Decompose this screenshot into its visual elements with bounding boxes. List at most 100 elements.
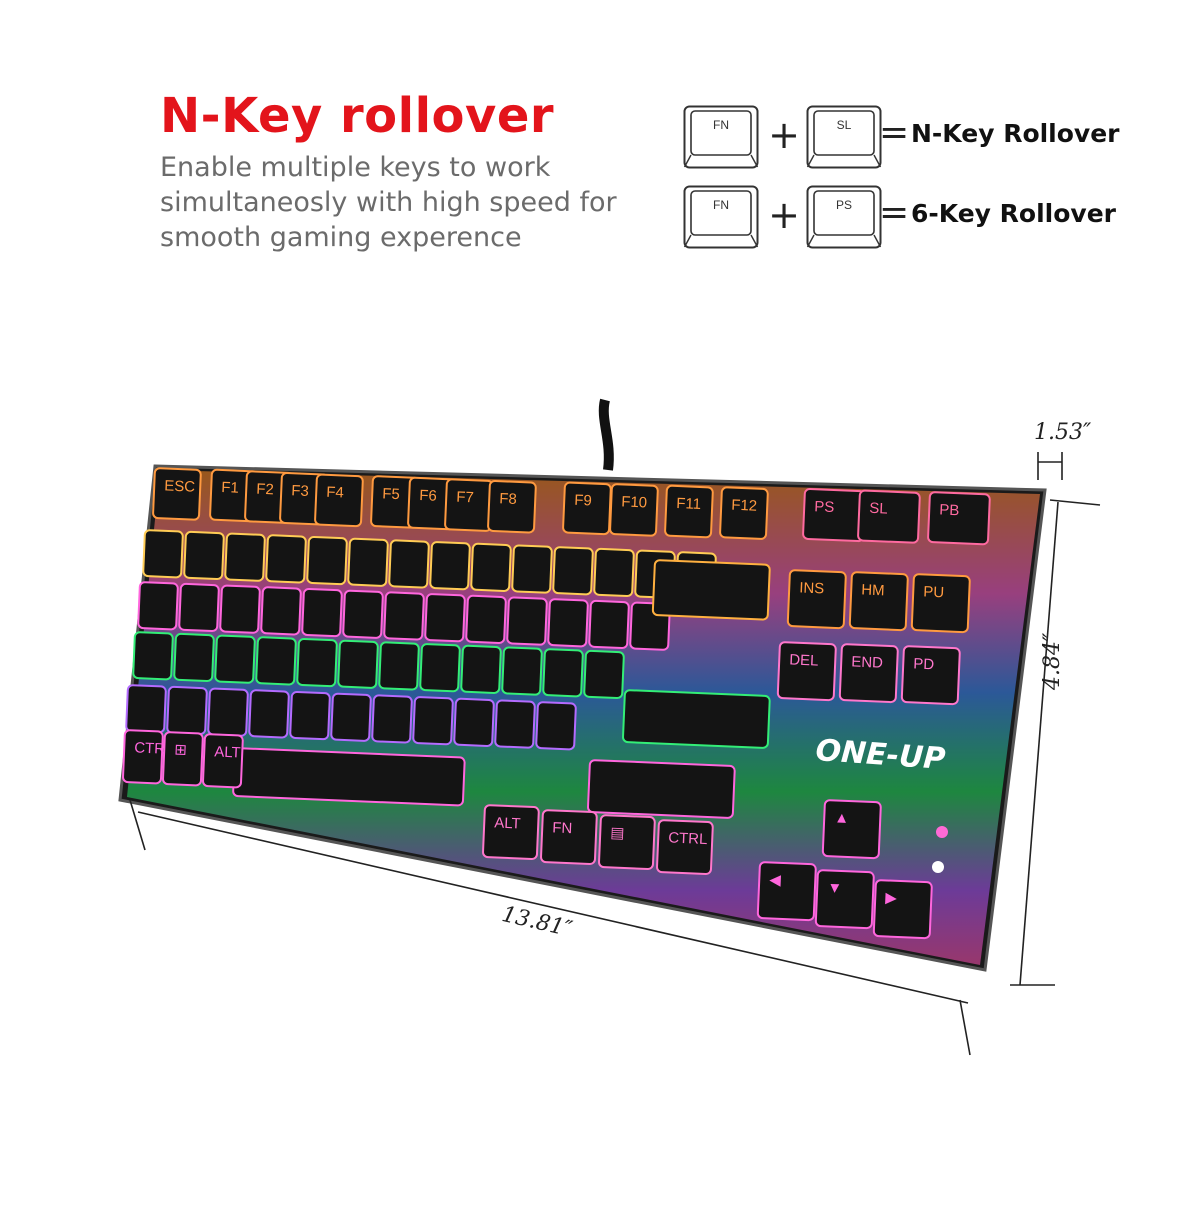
dimension-height: 4.84″ <box>1040 632 1065 690</box>
key: FN <box>540 809 598 866</box>
key-label: END <box>851 653 884 671</box>
headline: N-Key rollover <box>160 88 555 144</box>
keycap-ps-icon: PS <box>806 185 882 249</box>
key <box>424 593 466 643</box>
keycap-label: FN <box>713 198 729 212</box>
key: SL <box>857 489 921 544</box>
key <box>460 644 502 694</box>
key: F10 <box>609 483 659 537</box>
key <box>419 643 461 693</box>
key <box>371 694 413 744</box>
key <box>289 691 331 741</box>
key <box>207 687 249 737</box>
key <box>470 542 512 592</box>
key <box>166 685 208 736</box>
key: ESC <box>152 467 202 521</box>
key <box>183 530 225 581</box>
key-label: INS <box>799 579 825 597</box>
key-label: ◀ <box>769 871 782 888</box>
plus-sign: + <box>768 193 800 237</box>
key <box>173 632 215 683</box>
key <box>552 546 594 596</box>
description: Enable multiple keys to work simultaneos… <box>160 152 617 253</box>
key <box>494 699 536 749</box>
key-label: F1 <box>221 479 239 497</box>
key <box>593 547 635 598</box>
key-label: F6 <box>419 487 437 505</box>
key: ▼ <box>814 869 875 930</box>
key-label: CTRL <box>668 829 708 848</box>
key-label: F9 <box>574 492 592 510</box>
key <box>347 537 389 587</box>
key <box>142 529 184 579</box>
key: F11 <box>664 484 714 539</box>
key: F4 <box>314 473 364 528</box>
key <box>224 532 266 582</box>
key: PS <box>802 488 866 543</box>
keycap-fn-icon: FN <box>683 185 759 249</box>
key-label: F11 <box>676 495 701 513</box>
key-label: ALT <box>494 814 521 832</box>
dimension-lines <box>129 452 1101 1056</box>
key <box>260 586 302 636</box>
key: HM <box>848 571 909 632</box>
key <box>306 536 348 586</box>
key: F6 <box>407 476 457 531</box>
key <box>388 539 430 589</box>
combo-6key: FN + PS = 6-Key Rollover <box>683 185 1183 269</box>
key: F9 <box>562 481 612 536</box>
key-label: PU <box>923 583 945 601</box>
key: F5 <box>370 475 420 529</box>
key <box>301 588 343 638</box>
key <box>583 649 625 700</box>
key-label: SL <box>869 500 888 518</box>
key <box>248 689 290 739</box>
equals-sign: = <box>879 112 910 153</box>
key: PD <box>900 645 961 706</box>
key-label: ⊞ <box>174 741 187 759</box>
key: ▶ <box>872 879 933 940</box>
key-label: ALT <box>214 743 241 761</box>
key <box>501 646 543 696</box>
key: INS <box>786 569 847 630</box>
key <box>137 581 179 631</box>
key <box>378 641 420 691</box>
key <box>511 544 553 594</box>
key <box>296 638 338 688</box>
key-label: PS <box>814 498 835 516</box>
key <box>219 584 261 634</box>
key <box>453 697 495 747</box>
key-label: ▤ <box>610 824 625 842</box>
key-label: ESC <box>164 477 196 495</box>
key-label: ▶ <box>885 889 898 906</box>
key <box>265 534 307 584</box>
key <box>255 636 297 686</box>
key <box>465 594 507 644</box>
keycap-label: FN <box>713 118 729 132</box>
combo-result: N-Key Rollover <box>911 119 1120 148</box>
key <box>506 596 548 646</box>
key-label: F10 <box>621 493 648 511</box>
key <box>337 639 379 689</box>
keycap-label: SL <box>837 118 852 132</box>
key: F8 <box>487 480 537 534</box>
key <box>542 648 584 698</box>
key: END <box>838 643 899 704</box>
key-label: FN <box>552 819 573 837</box>
key <box>622 689 771 749</box>
cable <box>598 398 614 471</box>
key: ▤ <box>598 814 656 871</box>
key-label: F7 <box>456 489 474 507</box>
key: CTRL <box>656 819 714 876</box>
key: PU <box>910 573 971 634</box>
key-label: DEL <box>789 651 819 669</box>
key <box>429 541 471 591</box>
key: ⊞ <box>162 731 204 787</box>
key-label: F12 <box>731 497 758 515</box>
key-label: HM <box>861 581 885 599</box>
key <box>330 692 372 742</box>
key-label: F3 <box>291 482 309 500</box>
key: DEL <box>776 641 837 702</box>
indicator-light <box>932 861 944 873</box>
